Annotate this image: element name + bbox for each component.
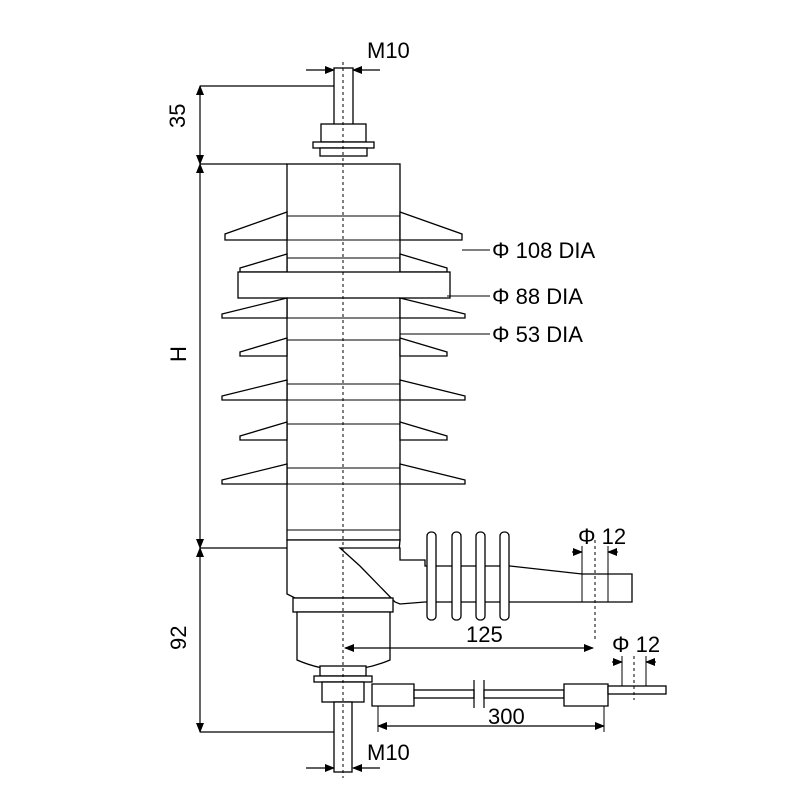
fin: [451, 531, 462, 621]
bottom-height-label: 92: [166, 626, 191, 650]
shed-small: [239, 253, 288, 273]
horizontal-125-label: 125: [466, 622, 503, 647]
fin: [499, 531, 510, 621]
dimension-lines: [196, 66, 656, 772]
top-thread-label: M10: [367, 38, 410, 63]
top-height-label: 35: [165, 104, 190, 128]
top-terminal: [200, 67, 375, 165]
hole-12-upper-label: Φ 12: [578, 524, 626, 549]
shed-large: [224, 211, 288, 241]
bottom-thread-label: M10: [367, 740, 410, 765]
fin: [426, 531, 437, 621]
hole-12-lower-label: Φ 12: [612, 632, 660, 657]
body-height-label: H: [166, 346, 191, 362]
core-53-label: Φ 53 DIA: [492, 322, 583, 347]
lower-body-bracket: [200, 531, 633, 621]
base-terminal: [200, 597, 667, 773]
shed-88-label: Φ 88 DIA: [492, 284, 583, 309]
horizontal-300-label: 300: [488, 704, 525, 729]
shed-108-label: Φ 108 DIA: [492, 238, 595, 263]
fin: [475, 531, 486, 621]
